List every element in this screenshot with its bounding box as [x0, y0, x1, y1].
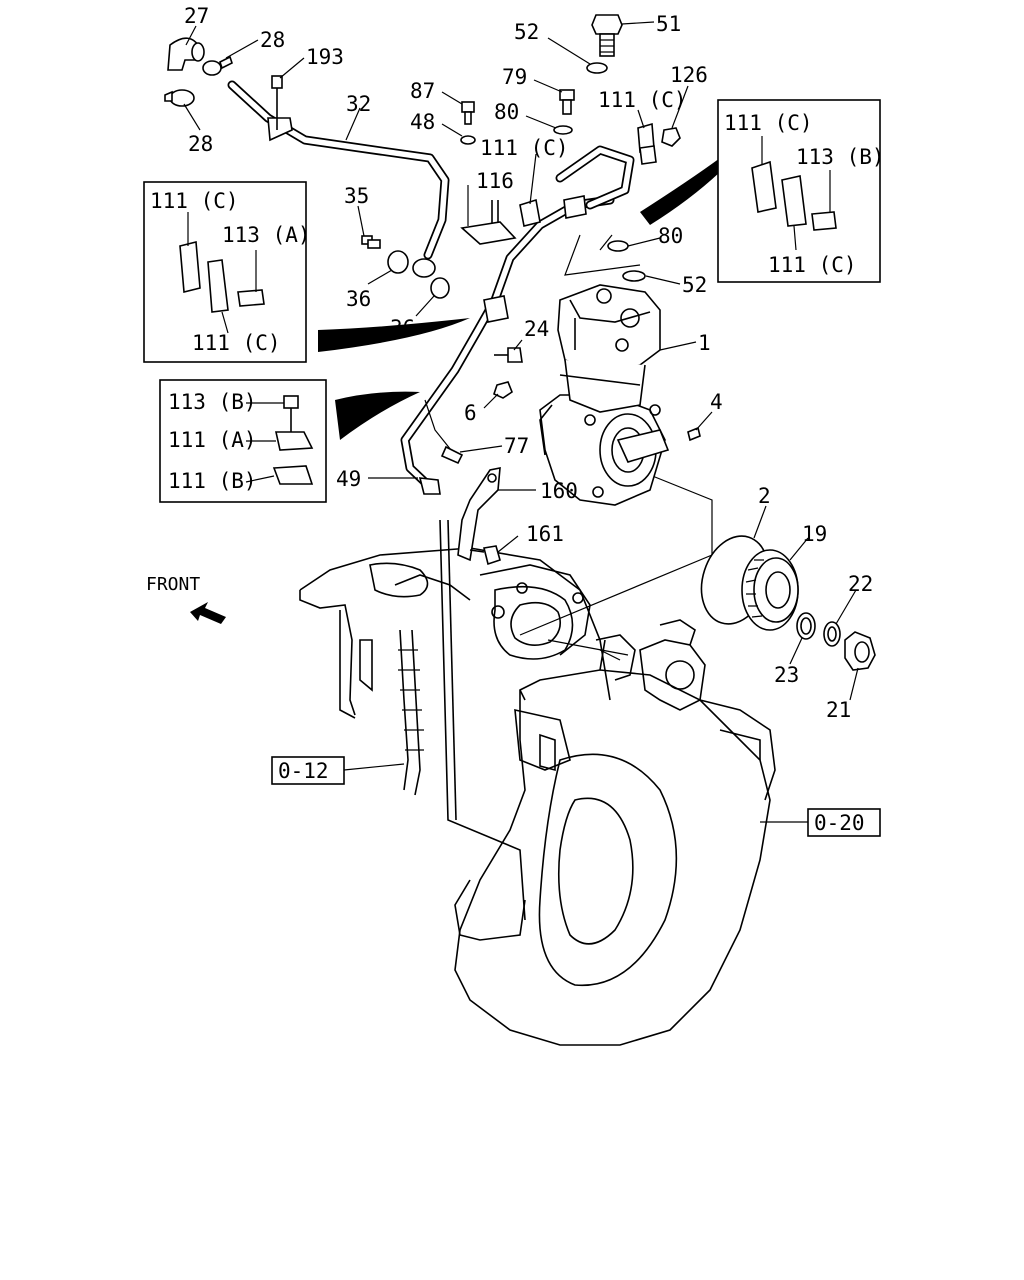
callout-28a: 28 [260, 28, 285, 52]
ref-box-right-label: 0-20 [814, 811, 865, 835]
clamp-28a [202, 55, 233, 76]
callout-32: 32 [346, 92, 371, 116]
front-indicator: FRONT [146, 574, 226, 624]
inset-left-top-label-b: 113 (A) [222, 223, 311, 247]
callout-80a: 80 [494, 100, 519, 124]
callout-1: 1 [698, 331, 711, 355]
washer-23 [796, 612, 816, 640]
callout-126: 126 [670, 63, 708, 87]
inset-right-label-a: 111 (C) [724, 111, 813, 135]
nut-21 [844, 631, 876, 671]
ref-box-left: 0-12 [271, 756, 405, 785]
leader-lines [519, 234, 713, 661]
nut-126 [661, 127, 681, 147]
callout-111c-a: 111 (C) [598, 88, 687, 112]
air-compressor [539, 284, 670, 506]
bolt-79 [559, 89, 575, 115]
nut-end-32 [412, 258, 436, 278]
callout-36a: 36 [346, 287, 371, 311]
washer-52b [622, 270, 646, 282]
inset-left-mid-label-c: 111 (B) [168, 469, 257, 493]
inset-left-mid-label-a: 113 (B) [168, 390, 257, 414]
callout-79: 79 [502, 65, 527, 89]
callout-35: 35 [344, 184, 369, 208]
inset-right-label-b: 113 (B) [796, 145, 885, 169]
callout-193: 193 [306, 45, 344, 69]
callout-24: 24 [524, 317, 549, 341]
callout-77: 77 [504, 434, 529, 458]
clamp-111c-upper [637, 122, 657, 165]
inset-left-mid: 113 (B) 111 (A) 111 (B) [159, 379, 327, 503]
callout-52b: 52 [682, 273, 707, 297]
callout-51: 51 [656, 12, 681, 36]
callout-23: 23 [774, 663, 799, 687]
washer-36a [387, 250, 409, 274]
inset-right: 111 (C) 113 (B) 111 (C) [717, 99, 885, 283]
bolt-87 [461, 101, 475, 125]
callout-2: 2 [758, 484, 771, 508]
inset-left-top: 111 (C) 113 (A) 111 (C) [143, 181, 311, 363]
banjo-bolt-51 [591, 14, 623, 57]
callout-87: 87 [410, 79, 435, 103]
swoosh-right-top [640, 158, 720, 225]
inset-left-mid-label-b: 111 (A) [168, 428, 257, 452]
washer-80a [553, 125, 573, 135]
engine-block-outline [299, 519, 776, 1046]
washer-36b [430, 277, 450, 299]
gear-group [700, 535, 876, 671]
callout-28b: 28 [188, 132, 213, 156]
front-label: FRONT [146, 574, 200, 595]
callout-48: 48 [410, 110, 435, 134]
bolt-35 [361, 235, 381, 249]
bracket-160 [457, 467, 501, 562]
ref-box-left-label: 0-12 [278, 759, 329, 783]
bolt-161 [469, 545, 501, 566]
callout-80b: 80 [658, 224, 683, 248]
swoosh-left-mid [335, 391, 420, 440]
callout-36b: 36 [390, 316, 415, 340]
stud-116 [460, 200, 517, 245]
callout-160: 160 [540, 479, 578, 503]
pipe-49 [400, 195, 615, 490]
swoosh-left-top [318, 318, 470, 352]
washer-80b [607, 240, 629, 252]
callout-21: 21 [826, 698, 851, 722]
washer-22 [823, 621, 841, 647]
nut-6 [493, 381, 513, 399]
elbow-27 [167, 37, 205, 71]
callout-111c-b: 111 (C) [480, 136, 569, 160]
inset-left-top-label-a: 111 (C) [150, 189, 239, 213]
callout-49: 49 [336, 467, 361, 491]
clamp-pipe-mid [483, 295, 509, 323]
callout-116: 116 [476, 169, 514, 193]
fitting-49-end [418, 477, 441, 495]
callout-22: 22 [848, 572, 873, 596]
callout-19: 19 [802, 522, 827, 546]
callout-27: 27 [184, 4, 209, 28]
front-arrow-icon [190, 602, 226, 624]
washer-48 [460, 135, 476, 145]
inset-left-top-label-c: 111 (C) [192, 331, 281, 355]
callout-52a: 52 [514, 20, 539, 44]
bolt-24 [494, 347, 523, 363]
callout-4: 4 [710, 390, 723, 414]
ref-box-right: 0-20 [760, 808, 881, 837]
inset-right-label-c: 111 (C) [768, 253, 857, 277]
callout-6: 6 [464, 401, 477, 425]
bolt-193 [267, 75, 293, 142]
wire-77 [424, 399, 464, 465]
callout-labels: 27 28 28 193 32 52 51 79 126 87 48 80 11… [184, 4, 873, 722]
callout-161: 161 [526, 522, 564, 546]
clamp-28b [164, 89, 195, 107]
gear-19 [741, 549, 799, 631]
pipe-upper [555, 145, 635, 210]
key-4 [687, 426, 701, 442]
washer-52a [586, 62, 608, 74]
callout-leaders [183, 21, 859, 701]
